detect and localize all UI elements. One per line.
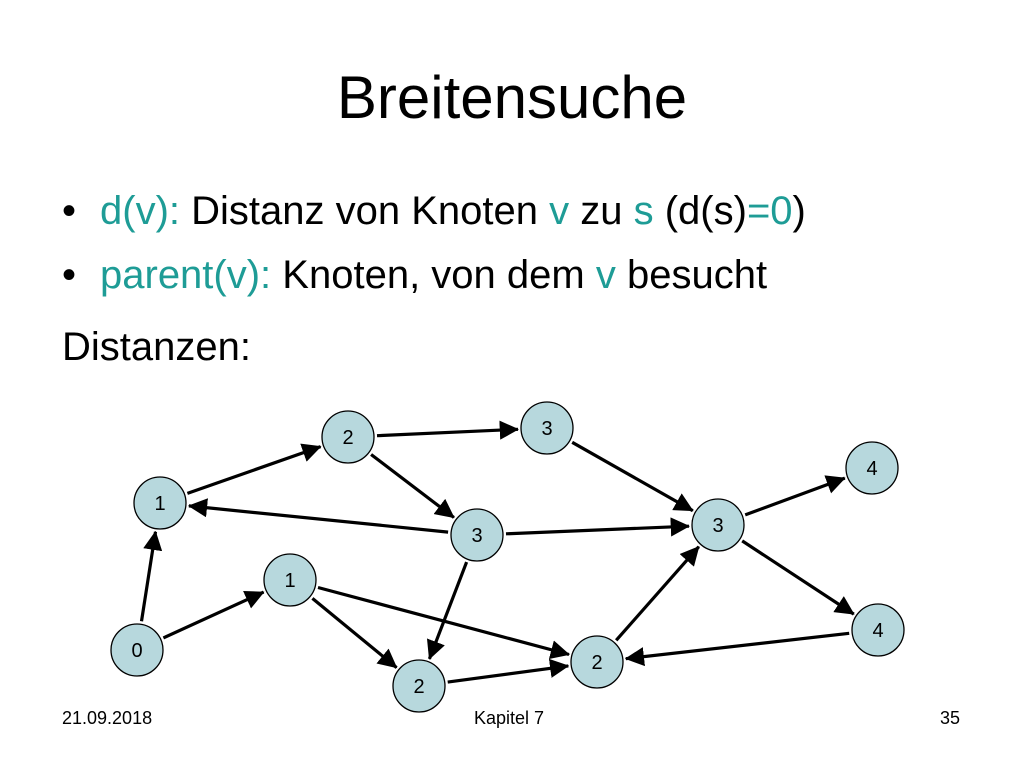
node-circle [520, 401, 574, 455]
footer-date: 21.09.2018 [62, 708, 153, 728]
edge-arrow [376, 420, 519, 440]
bullet-part: d(v): [100, 189, 192, 233]
bullet-part: =0 [746, 189, 793, 233]
slide-title: Breitensuche [336, 64, 688, 131]
node-label: 2 [591, 652, 602, 674]
bullet-part: (d(s) [653, 189, 747, 233]
bullet-part: v [595, 253, 616, 297]
node-circle [133, 476, 187, 530]
edge-arrow [505, 517, 690, 537]
node-label: 1 [284, 570, 295, 592]
footer-page-number: 35 [940, 708, 961, 728]
bullet-part: s [633, 189, 654, 233]
edge-arrow [624, 631, 850, 667]
graph-node: 3 [450, 508, 504, 562]
graph-node: 1 [133, 476, 187, 530]
bullet-part: besucht [615, 253, 768, 297]
node-label: 4 [866, 458, 877, 480]
bullet-part: ) [792, 189, 806, 233]
edge-arrow [186, 443, 322, 495]
node-circle [321, 410, 375, 464]
graph-node: 2 [321, 410, 375, 464]
bullet-list: • d(v): Distanz von Knoten v zu s (d(s)=… [62, 186, 806, 314]
graph-node: 4 [845, 441, 899, 495]
graph-node: 3 [691, 498, 745, 552]
graph-node: 3 [520, 401, 574, 455]
node-label: 3 [471, 525, 482, 547]
node-circle [691, 498, 745, 552]
graph-node: 4 [851, 603, 905, 657]
edge-arrow [187, 498, 449, 534]
edge-arrow [447, 658, 570, 684]
node-label: 1 [154, 493, 165, 515]
node-label: 4 [872, 620, 883, 642]
node-circle [392, 659, 446, 713]
edge-arrow [741, 539, 855, 616]
distances-heading: Distanzen: [62, 325, 251, 369]
edges-layer [139, 420, 855, 684]
graph-node: 2 [392, 659, 446, 713]
node-label: 2 [342, 427, 353, 449]
node-circle [110, 623, 164, 677]
node-label: 3 [541, 418, 552, 440]
edge-arrow [317, 585, 570, 660]
bullet-item-distance: • d(v): Distanz von Knoten v zu s (d(s)=… [62, 186, 806, 236]
node-circle [263, 553, 317, 607]
graph-node: 1 [263, 553, 317, 607]
edge-arrow [744, 475, 846, 517]
node-label: 2 [413, 676, 424, 698]
bullet-part: Knoten, von dem [282, 253, 596, 297]
graph-node: 2 [570, 635, 624, 689]
node-circle [851, 603, 905, 657]
edge-arrow [162, 590, 265, 640]
bullet-marker: • [62, 189, 77, 233]
footer-chapter: Kapitel 7 [474, 708, 545, 728]
edge-arrow [426, 561, 469, 660]
node-label: 3 [712, 515, 723, 537]
node-circle [570, 635, 624, 689]
bullet-part: v [549, 189, 570, 233]
edge-arrow [370, 453, 455, 519]
bullet-part: zu [569, 189, 634, 233]
bullet-part: parent(v): [100, 253, 283, 297]
edge-arrow [615, 545, 700, 642]
node-circle [845, 441, 899, 495]
node-label: 0 [131, 640, 142, 662]
edge-arrow [139, 530, 163, 622]
node-circle [450, 508, 504, 562]
nodes-layer: 0 1 1 2 3 3 3 4 4 2 2 [110, 401, 905, 713]
graph-node: 0 [110, 623, 164, 677]
edge-arrow [571, 440, 694, 513]
bullet-marker: • [62, 253, 77, 297]
bullet-item-parent: • parent(v): Knoten, von dem v besucht [62, 250, 806, 300]
bullet-part: Distanz von Knoten [191, 189, 550, 233]
edge-arrow [311, 597, 398, 669]
